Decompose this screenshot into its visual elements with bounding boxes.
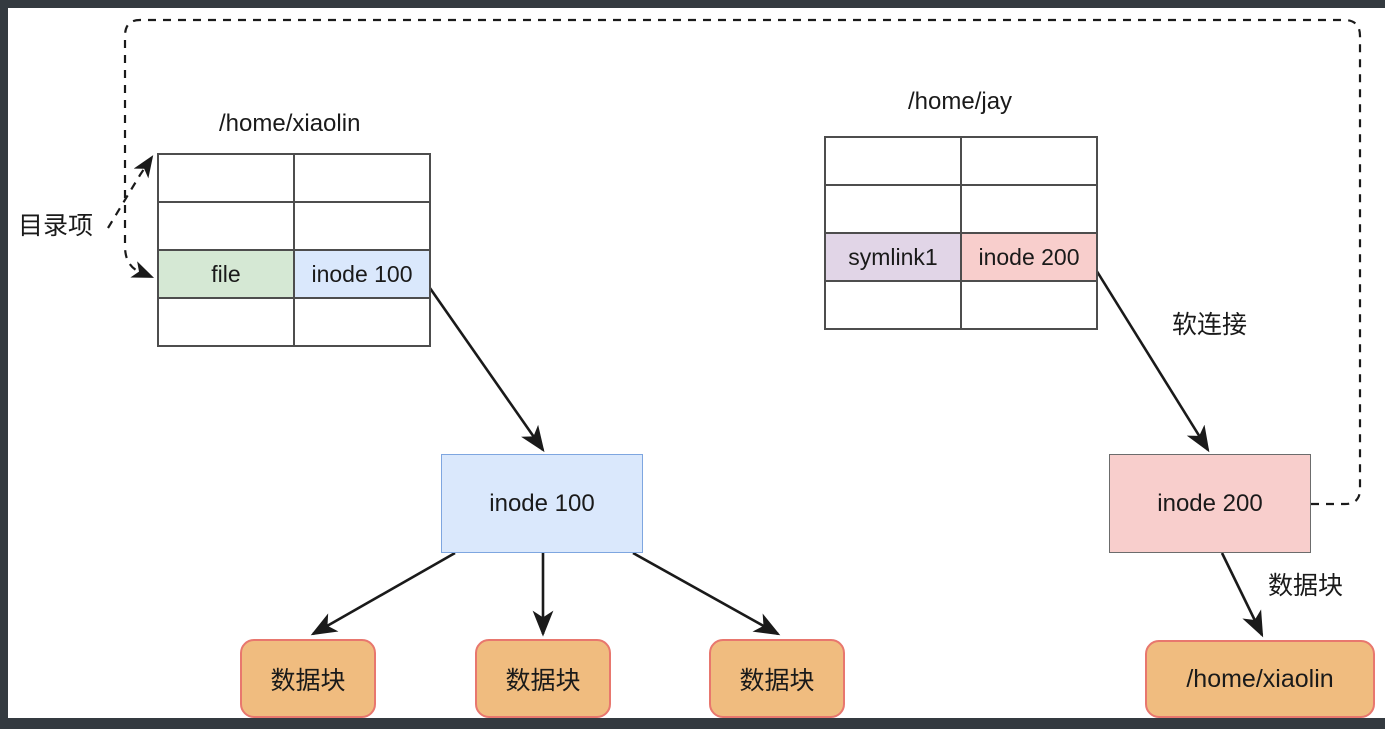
cell-inode-100[interactable]: inode 100	[293, 249, 431, 299]
node-symlink-target-path[interactable]: /home/xiaolin	[1145, 640, 1375, 718]
node-inode-100[interactable]: inode 100	[441, 454, 643, 553]
table-caption-jay: /home/jay	[908, 88, 1013, 115]
table-caption-xiaolin: /home/xiaolin	[219, 110, 361, 137]
cell-inode-3[interactable]	[960, 280, 1098, 330]
label-soft-link: 软连接	[1172, 311, 1248, 339]
table-row	[157, 153, 431, 203]
table-row	[824, 280, 1098, 330]
cell-name-file[interactable]: file	[157, 249, 295, 299]
directory-table-xiaolin: file inode 100	[157, 153, 431, 347]
diagram-canvas	[8, 8, 1385, 718]
node-data-block-2[interactable]: 数据块	[475, 639, 611, 718]
table-row-file-entry: file inode 100	[157, 249, 431, 299]
cell-inode-200[interactable]: inode 200	[960, 232, 1098, 282]
directory-table-jay: symlink1 inode 200	[824, 136, 1098, 330]
cell-name-0[interactable]	[824, 136, 962, 186]
cell-name-1[interactable]	[824, 184, 962, 234]
cell-inode-0[interactable]	[960, 136, 1098, 186]
cell-name-3[interactable]	[824, 280, 962, 330]
cell-name-symlink1[interactable]: symlink1	[824, 232, 962, 282]
cell-inode-1[interactable]	[293, 201, 431, 251]
cell-name-1[interactable]	[157, 201, 295, 251]
label-directory-entry: 目录项	[18, 212, 94, 240]
table-row	[824, 136, 1098, 186]
table-row	[157, 201, 431, 251]
table-row	[824, 184, 1098, 234]
table-row	[157, 297, 431, 347]
cell-name-0[interactable]	[157, 153, 295, 203]
cell-inode-3[interactable]	[293, 297, 431, 347]
cell-inode-0[interactable]	[293, 153, 431, 203]
label-data-block: 数据块	[1268, 572, 1344, 600]
cell-name-3[interactable]	[157, 297, 295, 347]
node-inode-200[interactable]: inode 200	[1109, 454, 1311, 553]
node-data-block-1[interactable]: 数据块	[240, 639, 376, 718]
node-data-block-3[interactable]: 数据块	[709, 639, 845, 718]
cell-inode-1[interactable]	[960, 184, 1098, 234]
table-row-symlink-entry: symlink1 inode 200	[824, 232, 1098, 282]
